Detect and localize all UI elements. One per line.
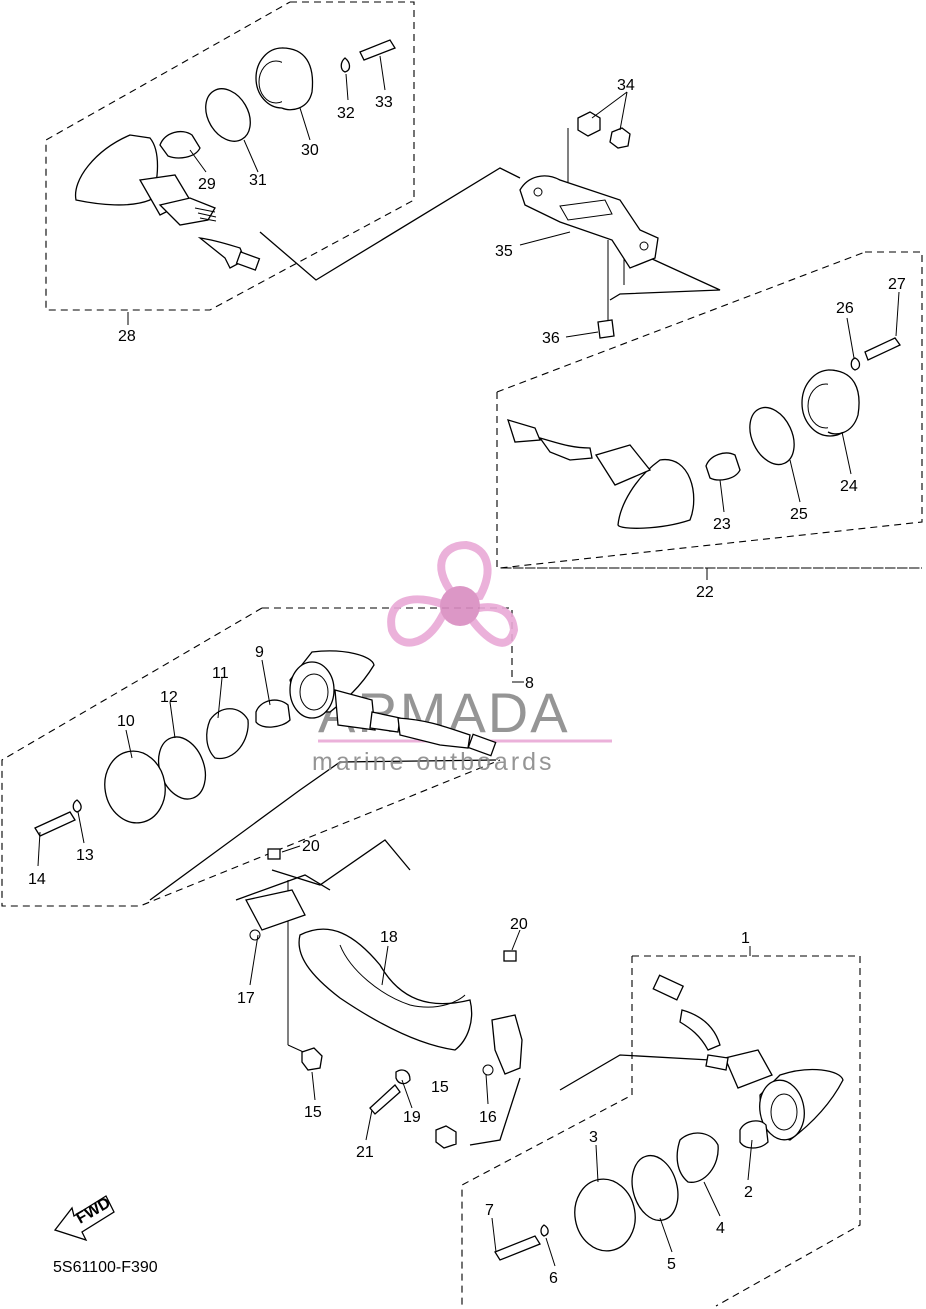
callout-22: 22 bbox=[696, 584, 714, 601]
callout-30: 30 bbox=[301, 142, 319, 159]
callout-23: 23 bbox=[713, 516, 731, 533]
turn-signal-assembly-22 bbox=[507, 337, 901, 529]
callout-numbers: 1 2 3 4 5 6 7 8 9 10 11 12 13 14 15 15 1… bbox=[28, 77, 906, 1287]
callout-35: 35 bbox=[495, 243, 513, 260]
callout-3: 3 bbox=[589, 1129, 598, 1146]
callout-21: 21 bbox=[356, 1144, 374, 1161]
callout-17: 17 bbox=[237, 990, 255, 1007]
connector-lines bbox=[149, 128, 721, 1146]
callout-7: 7 bbox=[485, 1202, 494, 1219]
callout-20b: 20 bbox=[510, 916, 528, 933]
forward-arrow-icon: FWD bbox=[53, 1195, 115, 1242]
callout-20: 20 bbox=[302, 838, 320, 855]
callout-2: 2 bbox=[744, 1184, 753, 1201]
bracket-assembly bbox=[519, 111, 659, 339]
callout-31: 31 bbox=[249, 172, 267, 189]
turn-signal-assembly-28 bbox=[74, 39, 396, 271]
callout-28: 28 bbox=[118, 328, 136, 345]
callout-18: 18 bbox=[380, 929, 398, 946]
callout-29: 29 bbox=[198, 176, 216, 193]
callout-11: 11 bbox=[212, 665, 229, 682]
callout-14: 14 bbox=[28, 871, 46, 888]
callout-32: 32 bbox=[337, 105, 355, 122]
callout-13: 13 bbox=[76, 847, 94, 864]
watermark-tagline: marine outboards bbox=[312, 748, 555, 776]
callout-24: 24 bbox=[840, 478, 858, 495]
callout-9: 9 bbox=[255, 644, 264, 661]
turn-signal-assembly-1 bbox=[494, 974, 844, 1261]
propeller-icon bbox=[387, 540, 519, 647]
callout-10: 10 bbox=[117, 713, 135, 730]
callout-6: 6 bbox=[549, 1270, 558, 1287]
turn-signal-assembly-8 bbox=[34, 650, 497, 837]
callout-33: 33 bbox=[375, 94, 393, 111]
callout-15b: 15 bbox=[431, 1079, 449, 1096]
callout-34: 34 bbox=[617, 77, 635, 94]
callout-19: 19 bbox=[403, 1109, 421, 1126]
callout-8: 8 bbox=[525, 675, 534, 692]
callout-26: 26 bbox=[836, 300, 854, 317]
callout-15: 15 bbox=[304, 1104, 322, 1121]
callout-36: 36 bbox=[542, 330, 560, 347]
callout-12: 12 bbox=[160, 689, 178, 706]
leader-lines bbox=[37, 55, 900, 1267]
drawing-code: 5S61100-F390 bbox=[53, 1259, 158, 1276]
callout-25: 25 bbox=[790, 506, 808, 523]
callout-1: 1 bbox=[741, 930, 750, 947]
callout-5: 5 bbox=[667, 1256, 676, 1273]
callout-16: 16 bbox=[479, 1109, 497, 1126]
callout-4: 4 bbox=[716, 1220, 725, 1237]
callout-27: 27 bbox=[888, 276, 906, 293]
center-bracket-assembly bbox=[245, 848, 523, 1149]
